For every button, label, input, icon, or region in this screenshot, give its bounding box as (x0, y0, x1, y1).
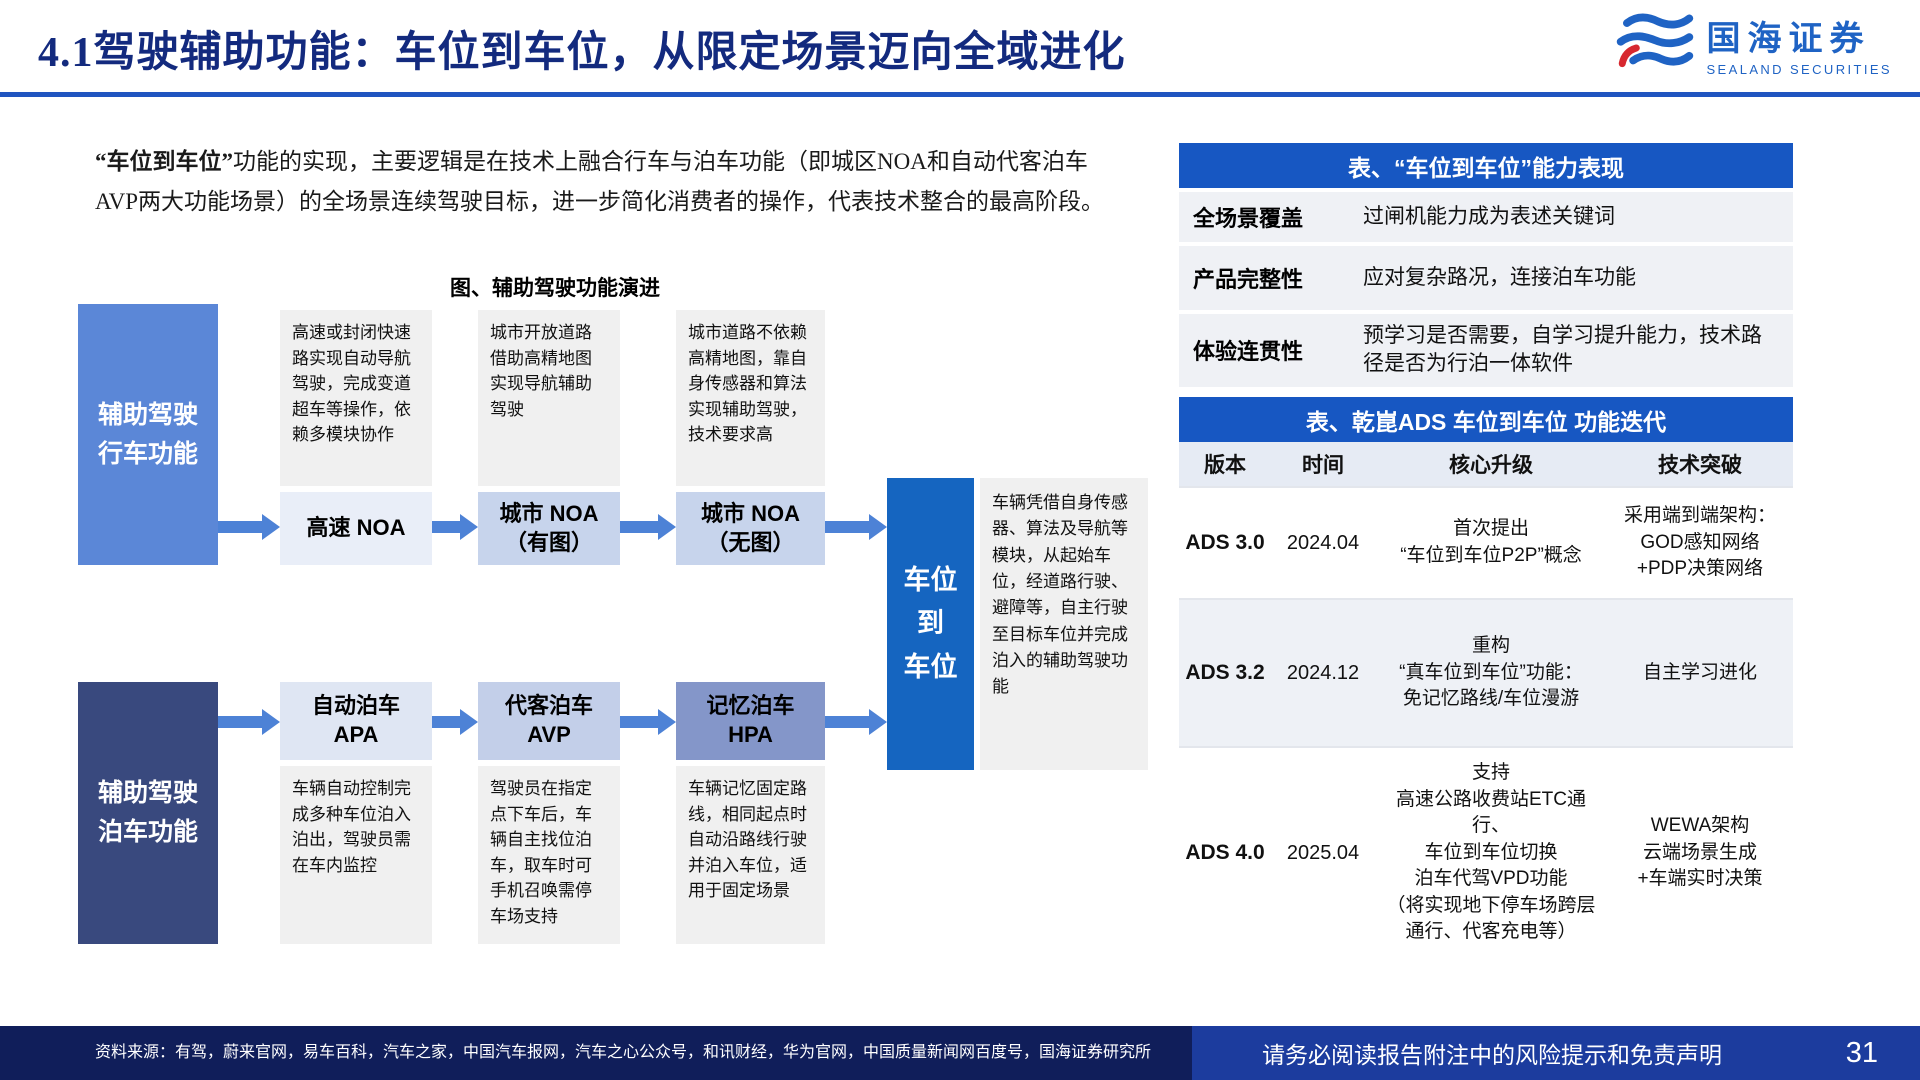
page-title: 4.1驾驶辅助功能：车位到车位，从限定场景迈向全域进化 (38, 30, 1126, 76)
p2p-desc: 车辆凭借自身传感器、算法及导航等模块，从起始车位，经道路行驶、避障等，自主行驶至… (980, 478, 1148, 770)
flow-diagram: 辅助驾驶 行车功能 辅助驾驶 泊车功能 高速或封闭快速路实现自动导航驾驶，完成变… (78, 300, 1158, 955)
cell-upgrade: 重构 “真车位到车位”功能： 免记忆路线/车位漫游 (1399, 635, 1583, 710)
figure-title: 图、辅助驾驶功能演进 (450, 277, 660, 300)
logo-subtitle: SEALAND SECURITIES (1706, 61, 1892, 77)
sealand-wave-icon (1616, 10, 1694, 77)
capability-table-title: 表、“车位到车位”能力表现 (1179, 143, 1793, 188)
cell-time: 2025.04 (1286, 841, 1360, 864)
drive-step-desc-city-noa-mapless: 城市道路不依赖高精地图，靠自身传感器和算法实现辅助驾驶，技术要求高 (676, 310, 825, 486)
cell-breakthrough: WEWA架构 云端场景生成 +车端实时决策 (1637, 815, 1763, 890)
drive-step-desc-city-noa-map: 城市开放道路借助高精地图实现导航辅助驾驶 (478, 310, 620, 486)
cell-upgrade: 首次提出 “车位到车位P2P”概念 (1400, 518, 1582, 566)
flow-arrow-icon (620, 716, 658, 728)
row-label: 全场景覆盖 (1193, 206, 1304, 231)
drive-function-box: 辅助驾驶 行车功能 (78, 304, 218, 565)
cell-breakthrough: 采用端到端架构： GOD感知网络 +PDP决策网络 (1623, 505, 1776, 580)
park-function-box: 辅助驾驶 泊车功能 (78, 682, 218, 944)
drive-step-desc-highway-noa: 高速或封闭快速路实现自动导航驾驶，完成变道超车等操作，依赖多模块协作 (280, 310, 432, 486)
drive-step-label-city-noa-mapless: 城市 NOA （无图） (676, 492, 825, 565)
table-row: 体验连贯性 预学习是否需要，自学习提升能力，技术路径是否为行泊一体软件 (1179, 314, 1793, 387)
row-value: 预学习是否需要，自学习提升能力，技术路径是否为行泊一体软件 (1363, 324, 1762, 376)
park-step-label-hpa: 记忆泊车 HPA (676, 682, 825, 760)
cell-time: 2024.04 (1286, 531, 1360, 554)
iteration-table-title: 表、乾崑ADS 车位到车位 功能迭代 (1179, 397, 1793, 442)
table-row: ADS 4.0 2025.04 支持 高速公路收费站ETC通行、 车位到车位切换… (1179, 746, 1793, 958)
table-row: 产品完整性 应对复杂路况，连接泊车功能 (1179, 246, 1793, 310)
footer-bar: 资料来源：有驾，蔚来官网，易车百科，汽车之家，中国汽车报网，汽车之心公众号，和讯… (0, 1026, 1920, 1080)
page-number: 31 (1845, 1036, 1878, 1069)
cell-version: ADS 3.2 (1185, 661, 1265, 684)
park-step-label-apa: 自动泊车 APA (280, 682, 432, 760)
cell-time: 2024.12 (1286, 661, 1360, 684)
col-header-version: 版本 (1204, 454, 1246, 477)
cell-version: ADS 4.0 (1185, 841, 1265, 864)
park-step-label-avp: 代客泊车 AVP (478, 682, 620, 760)
intro-paragraph: “车位到车位”功能的实现，主要逻辑是在技术上融合行车与泊车功能（即城区NOA和自… (95, 142, 1115, 221)
table-row: 全场景覆盖 过闸机能力成为表述关键词 (1179, 192, 1793, 242)
logo-name: 国海证券 (1706, 19, 1871, 58)
footer-source-section: 资料来源：有驾，蔚来官网，易车百科，汽车之家，中国汽车报网，汽车之心公众号，和讯… (0, 1026, 1192, 1080)
intro-lead: “车位到车位” (95, 149, 233, 174)
sealand-logo: 国海证券 SEALAND SECURITIES (1616, 10, 1892, 77)
row-label: 体验连贯性 (1193, 339, 1304, 365)
iteration-table-headers: 版本 时间 核心升级 技术突破 (1179, 442, 1793, 486)
table-row: ADS 3.2 2024.12 重构 “真车位到车位”功能： 免记忆路线/车位漫… (1179, 598, 1793, 746)
p2p-box: 车位 到 车位 (887, 478, 974, 770)
drive-step-label-city-noa-map: 城市 NOA （有图） (478, 492, 620, 565)
capability-table: 表、“车位到车位”能力表现 全场景覆盖 过闸机能力成为表述关键词 产品完整性 应… (1179, 143, 1793, 387)
footer-disclaimer-section: 请务必阅读报告附注中的风险提示和免责声明 31 (1192, 1026, 1920, 1080)
row-label: 产品完整性 (1193, 267, 1304, 292)
flow-arrow-icon (825, 716, 869, 728)
cell-version: ADS 3.0 (1185, 531, 1265, 554)
flow-arrow-icon (620, 521, 658, 533)
flow-arrow-icon (432, 521, 460, 533)
iteration-table: 表、乾崑ADS 车位到车位 功能迭代 版本 时间 核心升级 技术突破 ADS 3… (1179, 397, 1793, 958)
park-step-desc-apa: 车辆自动控制完成多种车位泊入泊出，驾驶员需在车内监控 (280, 766, 432, 944)
drive-step-label-highway-noa: 高速 NOA (280, 492, 432, 565)
source-text: 资料来源：有驾，蔚来官网，易车百科，汽车之家，中国汽车报网，汽车之心公众号，和讯… (95, 1043, 1152, 1061)
col-header-upgrade: 核心升级 (1449, 454, 1533, 477)
flow-arrow-icon (432, 716, 460, 728)
header-divider (0, 92, 1920, 97)
table-row: ADS 3.0 2024.04 首次提出 “车位到车位P2P”概念 采用端到端架… (1179, 486, 1793, 598)
disclaimer-text: 请务必阅读报告附注中的风险提示和免责声明 (1262, 1042, 1722, 1068)
row-value: 应对复杂路况，连接泊车功能 (1363, 265, 1636, 289)
cell-breakthrough: 自主学习进化 (1642, 661, 1757, 683)
col-header-time: 时间 (1302, 454, 1344, 477)
intro-body: 功能的实现，主要逻辑是在技术上融合行车与泊车功能（即城区NOA和自动代客泊车AV… (95, 149, 1105, 214)
col-header-breakthrough: 技术突破 (1658, 454, 1742, 477)
row-value: 过闸机能力成为表述关键词 (1363, 204, 1615, 228)
flow-arrow-icon (218, 716, 262, 728)
flow-arrow-icon (218, 521, 262, 533)
park-step-desc-hpa: 车辆记忆固定路线，相同起点时自动沿路线行驶并泊入车位，适用于固定场景 (676, 766, 825, 944)
flow-arrow-icon (825, 521, 869, 533)
cell-upgrade: 支持 高速公路收费站ETC通行、 车位到车位切换 泊车代驾VPD功能 （将实现地… (1386, 761, 1596, 943)
park-step-desc-avp: 驾驶员在指定点下车后，车辆自主找位泊车，取车时可手机召唤需停车场支持 (478, 766, 620, 944)
